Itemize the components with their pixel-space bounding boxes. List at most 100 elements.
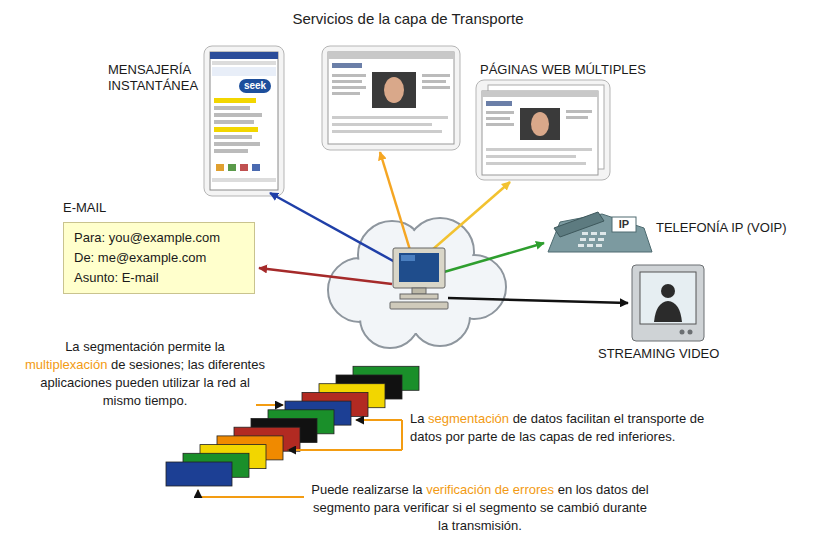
video-screen bbox=[661, 284, 675, 298]
service-arrow bbox=[444, 243, 544, 272]
leader-line bbox=[256, 404, 283, 406]
web-pages bbox=[520, 108, 560, 140]
web-pages bbox=[486, 117, 510, 120]
service-arrow bbox=[259, 268, 392, 284]
video-screen bbox=[632, 265, 704, 341]
phone-badge: IP bbox=[612, 217, 636, 232]
web-page bbox=[422, 74, 450, 77]
im-window bbox=[204, 46, 284, 196]
web-page bbox=[332, 80, 362, 83]
web-pages bbox=[482, 91, 598, 175]
web-pages bbox=[486, 101, 512, 106]
web-page bbox=[328, 52, 454, 59]
web-page bbox=[322, 46, 460, 150]
ip-phone bbox=[598, 238, 604, 241]
im-window bbox=[228, 164, 236, 171]
computer-icon bbox=[390, 302, 448, 309]
im-window bbox=[214, 127, 258, 132]
web-page bbox=[332, 116, 448, 119]
web-pages bbox=[566, 116, 588, 119]
web-page bbox=[332, 63, 362, 68]
im-window bbox=[214, 149, 248, 153]
logo-text: seek bbox=[239, 79, 271, 93]
ip-phone bbox=[578, 232, 606, 247]
ip-phone bbox=[587, 244, 593, 247]
web-pages bbox=[482, 91, 598, 97]
im-window bbox=[214, 113, 262, 117]
email-field: De: me@example.com bbox=[74, 248, 244, 268]
computer-icon bbox=[401, 255, 415, 261]
data-segment bbox=[166, 462, 232, 486]
computer-icon bbox=[400, 294, 438, 299]
network-cloud bbox=[328, 218, 506, 348]
callout-note: La segmentación permite la multiplexació… bbox=[25, 338, 265, 410]
computer-icon bbox=[390, 248, 448, 309]
network-cloud bbox=[330, 220, 505, 347]
app-label: PÁGINAS WEB MÚLTIPLES bbox=[480, 62, 646, 78]
im-window bbox=[212, 61, 276, 65]
web-page bbox=[422, 86, 450, 89]
diagram-title: Servicios de la capa de Transporte bbox=[0, 10, 816, 27]
email-field: Asunto: E-mail bbox=[74, 268, 244, 288]
callout-note: Puede realizarse la verificación de erro… bbox=[310, 481, 650, 535]
ip-phone bbox=[589, 238, 595, 241]
web-page bbox=[384, 77, 404, 103]
computer-icon bbox=[393, 248, 445, 288]
im-window bbox=[214, 120, 254, 124]
im-window bbox=[210, 52, 278, 59]
video-screen bbox=[632, 265, 704, 341]
im-window bbox=[216, 164, 224, 171]
leader-line bbox=[198, 490, 304, 497]
ip-phone bbox=[596, 244, 602, 247]
computer-icon bbox=[399, 253, 439, 282]
web-pages bbox=[531, 112, 549, 136]
im-window bbox=[212, 67, 276, 76]
web-page bbox=[328, 52, 454, 144]
ip-phone bbox=[612, 217, 636, 232]
web-pages bbox=[476, 80, 610, 180]
web-page bbox=[332, 92, 360, 95]
web-page bbox=[322, 46, 460, 150]
im-window bbox=[214, 106, 250, 110]
ip-phone bbox=[580, 238, 586, 241]
web-pages bbox=[486, 155, 576, 158]
im-window bbox=[204, 46, 284, 196]
web-pages bbox=[486, 162, 586, 165]
leader-line bbox=[401, 420, 403, 450]
ip-phone bbox=[578, 244, 584, 247]
web-pages bbox=[476, 80, 610, 180]
video-screen bbox=[654, 301, 682, 322]
service-arrow bbox=[270, 193, 395, 262]
web-pages bbox=[486, 123, 514, 126]
app-label: STREAMING VIDEO bbox=[598, 346, 719, 362]
email-fields: Para: you@example.comDe: me@example.comA… bbox=[63, 222, 255, 294]
service-arrow bbox=[448, 298, 628, 303]
network-cloud bbox=[328, 218, 506, 348]
data-segment bbox=[166, 366, 419, 486]
im-window bbox=[214, 98, 256, 103]
service-arrow bbox=[380, 152, 410, 250]
ip-phone bbox=[548, 212, 652, 252]
web-pages bbox=[486, 148, 592, 151]
im-window bbox=[210, 52, 278, 190]
service-arrow bbox=[432, 182, 510, 250]
im-window bbox=[214, 135, 252, 139]
web-page bbox=[332, 74, 366, 77]
ip-phone bbox=[600, 232, 606, 235]
web-page bbox=[332, 130, 442, 133]
email-box: E-MAIL Para: you@example.comDe: me@exampl… bbox=[63, 200, 255, 294]
im-window bbox=[214, 142, 260, 146]
node-heading: E-MAIL bbox=[63, 200, 255, 216]
video-screen bbox=[640, 272, 696, 324]
app-label: TELEFONÍA IP (VOIP) bbox=[656, 220, 787, 236]
web-page bbox=[372, 72, 416, 108]
service-arrow bbox=[259, 152, 628, 303]
im-window bbox=[212, 178, 276, 182]
callout-note: La segmentación de datos facilitan el tr… bbox=[410, 410, 720, 446]
im-window bbox=[252, 164, 260, 171]
video-screen bbox=[680, 330, 685, 335]
ip-phone bbox=[582, 232, 588, 235]
web-pages bbox=[486, 111, 514, 114]
computer-icon bbox=[412, 288, 426, 294]
